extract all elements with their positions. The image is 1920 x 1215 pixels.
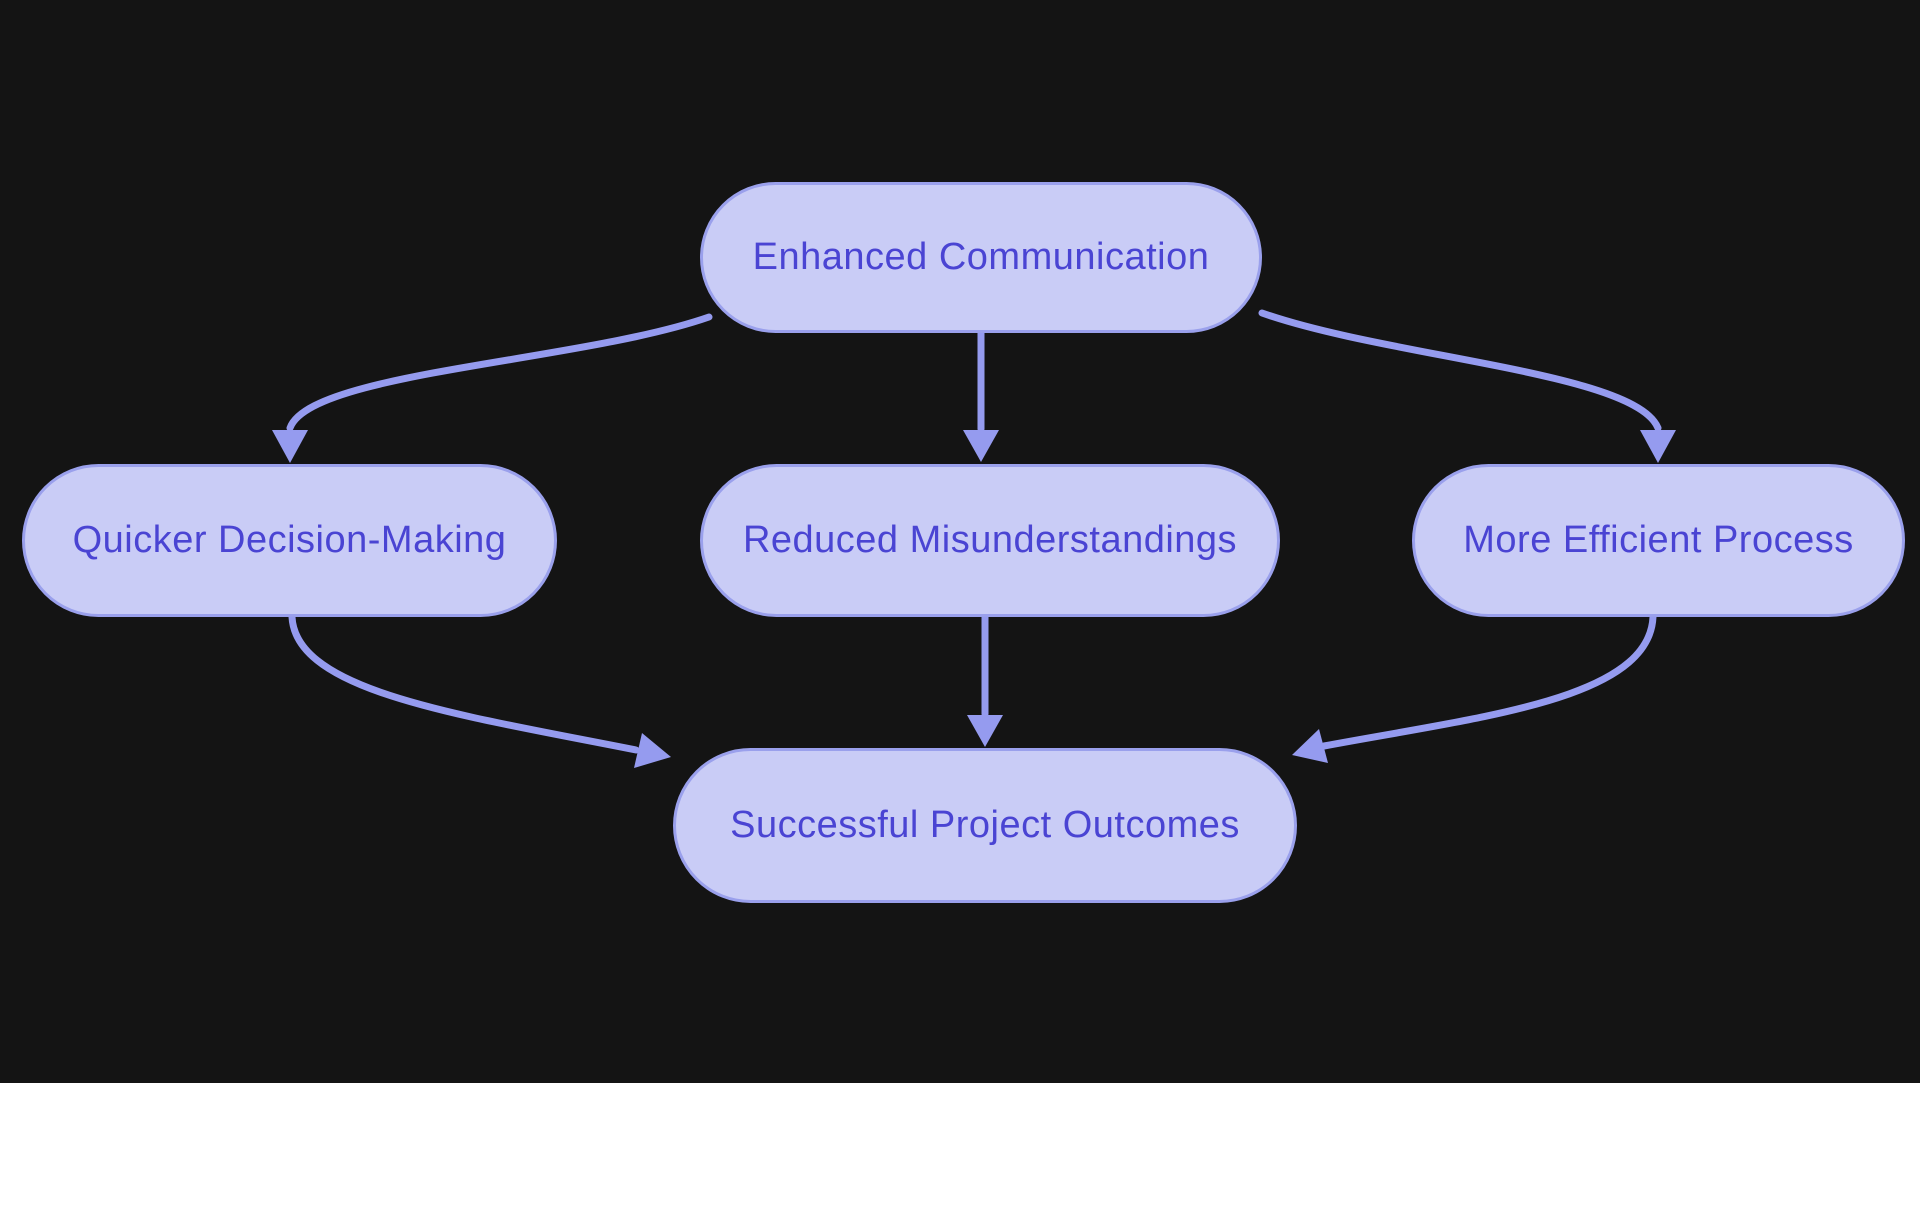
- arrowhead-to-middle: [963, 430, 999, 462]
- arrowhead-to-left: [272, 430, 308, 463]
- footer-strip: [0, 1083, 1920, 1215]
- node-label: More Efficient Process: [1463, 519, 1854, 561]
- node-label: Reduced Misunderstandings: [742, 519, 1238, 561]
- diagram-canvas: Enhanced Communication Quicker Decision-…: [0, 0, 1920, 1083]
- node-label: Enhanced Communication: [752, 236, 1210, 278]
- edge-left-to-bottom: [288, 613, 640, 754]
- arrowhead-bottom-from-middle: [967, 715, 1003, 747]
- node-label: Quicker Decision-Making: [72, 519, 507, 561]
- node-more-efficient-process: More Efficient Process: [1412, 464, 1905, 617]
- edge-right-to-bottom: [1320, 613, 1657, 750]
- node-label: Successful Project Outcomes: [730, 804, 1240, 846]
- node-quicker-decision-making: Quicker Decision-Making: [22, 464, 557, 617]
- edge-top-to-left: [286, 313, 713, 432]
- node-successful-project-outcomes: Successful Project Outcomes: [673, 748, 1297, 903]
- arrowhead-to-right: [1640, 430, 1676, 463]
- arrowhead-bottom-from-right: [1292, 729, 1328, 763]
- node-enhanced-communication: Enhanced Communication: [700, 182, 1262, 333]
- edge-top-to-right: [1258, 309, 1662, 432]
- arrowhead-bottom-from-left: [634, 733, 671, 768]
- node-reduced-misunderstandings: Reduced Misunderstandings: [700, 464, 1280, 617]
- edge-layer: [272, 309, 1676, 768]
